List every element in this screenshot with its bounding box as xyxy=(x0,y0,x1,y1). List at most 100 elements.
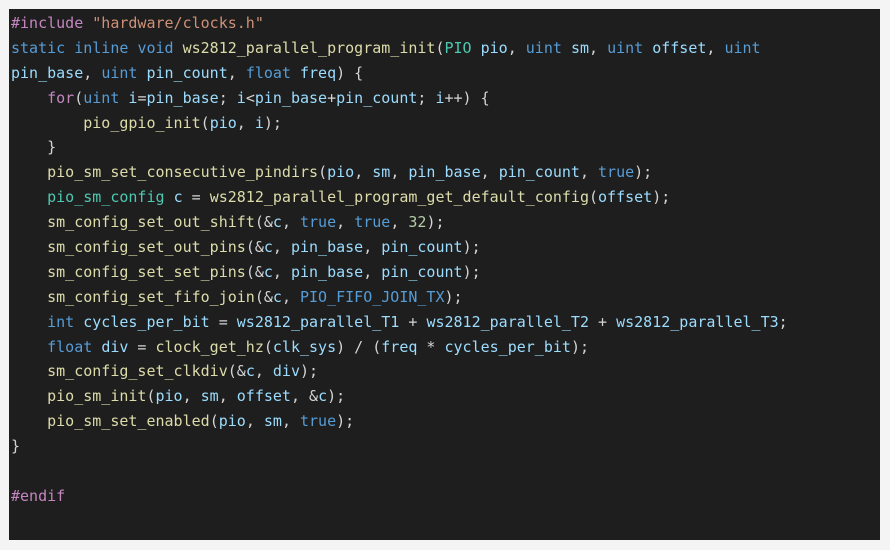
code-token: , xyxy=(390,163,409,182)
code-token xyxy=(11,188,47,206)
code-token: + xyxy=(327,88,337,107)
code-token: sm xyxy=(570,38,589,57)
code-token: ); xyxy=(462,262,481,281)
code-token: pio_sm_set_consecutive_pindirs xyxy=(47,163,319,182)
code-token xyxy=(11,313,47,331)
code-token: float xyxy=(245,63,291,82)
code-token: sm_config_set_out_pins xyxy=(47,238,246,257)
code-token: * xyxy=(417,337,445,356)
code-token: i xyxy=(435,88,445,107)
code-token: clk_sys xyxy=(272,337,337,356)
code-token: ; xyxy=(778,312,788,331)
code-token: static xyxy=(11,38,66,57)
code-token: i xyxy=(236,88,246,107)
code-line: pin_base, uint pin_count, float freq) { xyxy=(9,61,880,86)
code-token: uint xyxy=(525,38,562,57)
code-token: int xyxy=(47,312,75,331)
code-token: , xyxy=(354,163,373,182)
code-token xyxy=(11,387,47,405)
code-token: inline xyxy=(74,38,129,57)
code-token: , xyxy=(272,262,291,281)
code-token: = xyxy=(182,188,210,207)
code-token: freq xyxy=(300,63,337,82)
code-token: , xyxy=(245,412,264,431)
code-token: pio xyxy=(218,412,246,431)
code-token xyxy=(291,64,300,82)
code-token: true xyxy=(300,213,337,232)
code-token xyxy=(74,313,83,331)
code-token: c xyxy=(245,362,255,381)
code-line: sm_config_set_out_pins(&c, pin_base, pin… xyxy=(9,235,880,260)
code-token: ws2812_parallel_program_init xyxy=(182,38,436,57)
code-token: ); xyxy=(634,163,653,182)
code-token: ); xyxy=(263,113,282,132)
code-line: sm_config_set_fifo_join(&c, PIO_FIFO_JOI… xyxy=(9,285,880,310)
code-token: ( xyxy=(146,387,156,406)
code-token xyxy=(562,39,571,57)
code-token: ( xyxy=(200,113,210,132)
code-token: , xyxy=(706,38,725,57)
code-token: ); xyxy=(444,287,463,306)
code-line: } xyxy=(9,434,880,459)
code-token: offset xyxy=(598,188,653,207)
code-token xyxy=(472,39,481,57)
code-token: sm xyxy=(200,387,219,406)
code-token: sm_config_set_out_shift xyxy=(47,213,255,232)
code-token: c xyxy=(263,262,273,281)
code-token: , xyxy=(363,262,382,281)
code-token: ( xyxy=(318,163,328,182)
code-token: i xyxy=(128,88,138,107)
code-token: uint xyxy=(724,38,761,57)
code-token: , xyxy=(254,362,273,381)
code-token: uint xyxy=(83,88,120,107)
code-token: ); xyxy=(300,362,319,381)
code-editor[interactable]: #include "hardware/clocks.h" static inlin… xyxy=(9,9,880,540)
code-token: pio xyxy=(480,38,508,57)
code-token: ); xyxy=(426,213,445,232)
code-token: c xyxy=(318,387,328,406)
code-token: + xyxy=(399,312,427,331)
code-line: sm_config_set_out_shift(&c, true, true, … xyxy=(9,210,880,235)
code-token: ( xyxy=(435,38,445,57)
code-token: pin_count xyxy=(381,262,463,281)
code-token xyxy=(11,163,47,181)
code-token: , xyxy=(336,213,355,232)
code-token: "hardware/clocks.h" xyxy=(92,14,264,32)
code-token: ); xyxy=(462,238,481,257)
code-token xyxy=(11,89,47,107)
code-line: static inline void ws2812_parallel_progr… xyxy=(9,36,880,61)
code-token: sm_config_set_clkdiv xyxy=(47,362,228,381)
code-token: pin_base xyxy=(11,63,84,82)
code-token: , xyxy=(507,38,526,57)
code-token: ); xyxy=(570,337,589,356)
code-token: PIO xyxy=(444,38,472,57)
code-token: ); xyxy=(336,412,355,431)
code-line: pio_sm_config c = ws2812_parallel_progra… xyxy=(9,185,880,210)
code-token: , xyxy=(589,38,608,57)
code-token: , xyxy=(281,287,300,306)
code-token: c xyxy=(173,188,183,207)
code-token: offset xyxy=(236,387,291,406)
code-line: #endif xyxy=(9,484,880,509)
code-token xyxy=(643,39,652,57)
code-token: ; xyxy=(417,88,436,107)
code-token: ++) { xyxy=(444,88,490,107)
code-token: clock_get_hz xyxy=(155,337,264,356)
code-token xyxy=(11,362,47,380)
code-line: pio_sm_set_enabled(pio, sm, true); xyxy=(9,409,880,434)
code-token: } xyxy=(11,138,57,157)
code-line xyxy=(9,459,880,484)
code-token: pin_base xyxy=(146,88,219,107)
code-token: } xyxy=(11,437,21,456)
code-token: pin_count xyxy=(498,163,580,182)
code-token: sm_config_set_fifo_join xyxy=(47,287,255,306)
code-token: for xyxy=(47,88,75,107)
code-token: div xyxy=(272,362,300,381)
code-token: pin_count xyxy=(336,88,418,107)
code-token: #include xyxy=(11,14,93,32)
code-token: c xyxy=(263,238,273,257)
code-token: , xyxy=(363,238,382,257)
code-token: ( xyxy=(263,337,273,356)
code-token: < xyxy=(245,88,255,107)
code-token: pin_base xyxy=(254,88,328,107)
